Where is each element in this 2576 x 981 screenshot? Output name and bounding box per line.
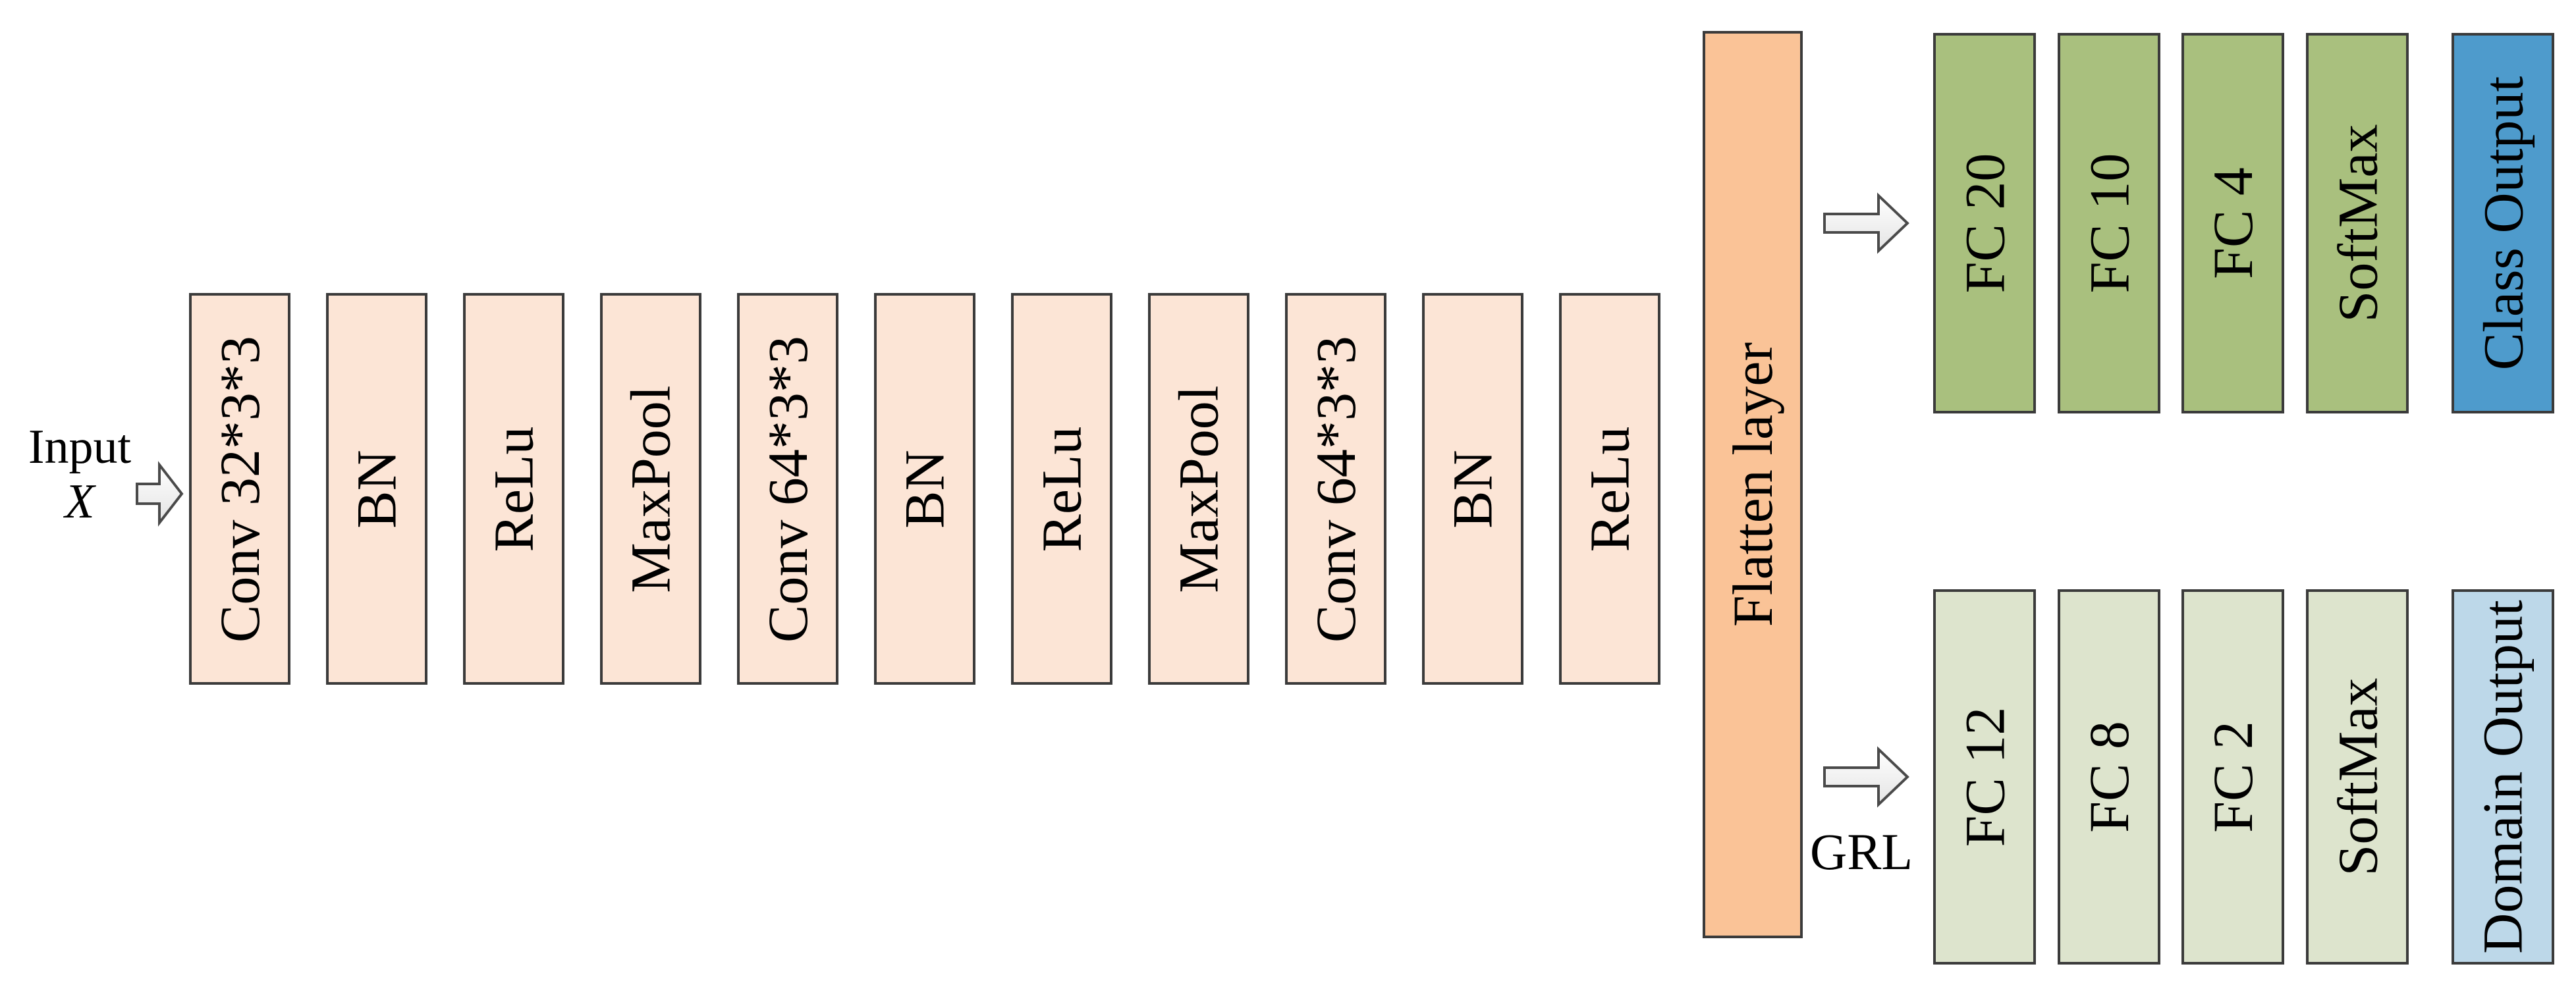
layer-label: FC 10: [2077, 153, 2141, 294]
flatten-layer-box: Flatten layer: [1703, 31, 1803, 938]
class-output-box: Class Output: [2452, 33, 2554, 413]
layer-box-bn1: BN: [326, 293, 427, 685]
layer-label: FC 12: [1953, 706, 2017, 847]
class-fc20-box: FC 20: [1933, 33, 2036, 413]
layer-label: MaxPool: [1167, 384, 1230, 593]
class-fc10-box: FC 10: [2058, 33, 2160, 413]
input-symbol-x: X: [65, 474, 95, 529]
input-label-text: Input: [28, 420, 132, 474]
domain-fc2-box: FC 2: [2181, 589, 2284, 965]
layer-box-relu3: ReLu: [1559, 293, 1660, 685]
class-branch-arrow-icon: [1823, 192, 1909, 254]
layer-label: BN: [345, 449, 408, 529]
flatten-layer-label: Flatten layer: [1721, 342, 1785, 627]
layer-label: SoftMax: [2326, 124, 2389, 323]
layer-label: SoftMax: [2326, 677, 2389, 876]
layer-box-bn2: BN: [874, 293, 975, 685]
layer-box-relu2: ReLu: [1011, 293, 1112, 685]
layer-label: MaxPool: [619, 384, 682, 593]
layer-box-conv2: Conv 64*3*3: [737, 293, 838, 685]
layer-label: BN: [893, 449, 956, 529]
layer-label: ReLu: [1030, 425, 1094, 552]
domain-fc12-box: FC 12: [1933, 589, 2036, 965]
layer-label: Conv 64*3*3: [756, 335, 819, 643]
layer-label: BN: [1441, 449, 1504, 529]
layer-box-maxpool2: MaxPool: [1148, 293, 1249, 685]
grl-label: GRL: [1810, 823, 1913, 880]
layer-label: ReLu: [482, 425, 546, 552]
layer-label: FC 20: [1953, 153, 2017, 294]
layer-box-bn3: BN: [1422, 293, 1523, 685]
layer-box-relu1: ReLu: [463, 293, 564, 685]
input-label: Input X: [8, 420, 151, 529]
domain-output-box: Domain Output: [2452, 589, 2554, 965]
layer-label: Conv 32*3*3: [208, 335, 271, 643]
layer-label: FC 8: [2077, 721, 2141, 833]
class-softmax-box: SoftMax: [2306, 33, 2409, 413]
layer-box-conv1: Conv 32*3*3: [189, 293, 290, 685]
domain-branch-arrow-icon: [1823, 746, 1909, 808]
class-fc4-box: FC 4: [2181, 33, 2284, 413]
input-arrow-icon: [136, 461, 184, 527]
class-output-label: Class Output: [2471, 76, 2535, 371]
layer-box-maxpool1: MaxPool: [600, 293, 701, 685]
domain-fc8-box: FC 8: [2058, 589, 2160, 965]
layer-box-conv3: Conv 64*3*3: [1285, 293, 1386, 685]
layer-label: Conv 64*3*3: [1304, 335, 1367, 643]
layer-label: FC 4: [2201, 167, 2265, 279]
domain-output-label: Domain Output: [2471, 600, 2535, 954]
domain-softmax-box: SoftMax: [2306, 589, 2409, 965]
layer-label: ReLu: [1578, 425, 1642, 552]
layer-label: FC 2: [2201, 721, 2265, 833]
